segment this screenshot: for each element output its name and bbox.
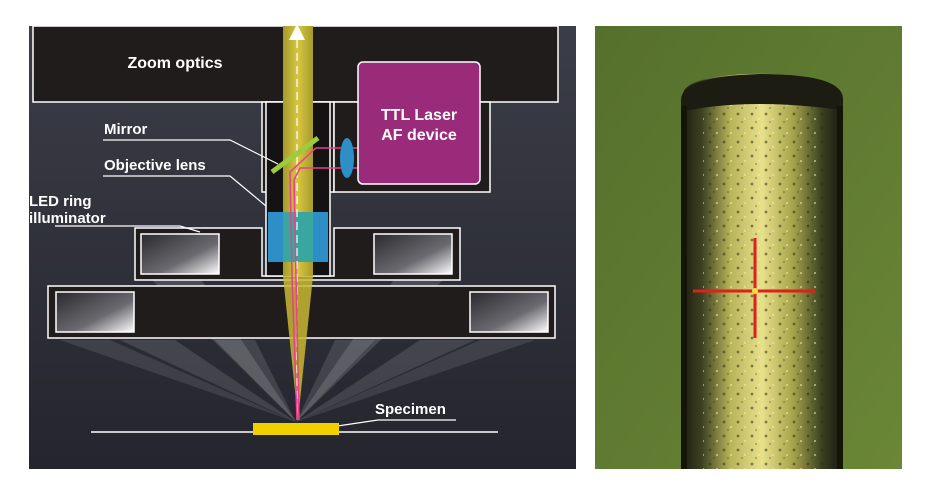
led-ring-label-line1: LED ring xyxy=(29,193,92,210)
zoom-optics-label: Zoom optics xyxy=(127,55,222,72)
specimen-photo xyxy=(595,26,902,469)
af-lens xyxy=(340,138,354,178)
led-ring-label-line2: illuminator xyxy=(29,210,106,227)
pin-top-rim xyxy=(681,74,843,112)
mirror xyxy=(270,135,320,175)
led-lamps xyxy=(55,233,549,333)
axis-arrowhead-icon xyxy=(289,24,305,40)
specimen-label: Specimen xyxy=(375,401,446,418)
led-lamp xyxy=(140,233,220,275)
ttl-laser-af-device xyxy=(357,61,481,185)
laser-paths xyxy=(289,147,380,421)
af-optics-diagram: TTL Laser AF device Zoom optics Mirror O… xyxy=(29,24,576,469)
objective-lens-label: Objective lens xyxy=(104,157,206,174)
led-lamp xyxy=(469,291,549,333)
ttl-label-line2: AF device xyxy=(381,127,457,144)
led-lamp xyxy=(373,233,453,275)
leader-lines xyxy=(55,139,456,429)
reticle-center xyxy=(752,288,758,294)
mirror-label: Mirror xyxy=(104,121,148,138)
led-lamp xyxy=(55,291,135,333)
ttl-label-line1: TTL Laser xyxy=(381,107,457,124)
pin-texture xyxy=(703,96,823,469)
specimen xyxy=(253,423,339,435)
objective-lens-core xyxy=(283,212,313,262)
